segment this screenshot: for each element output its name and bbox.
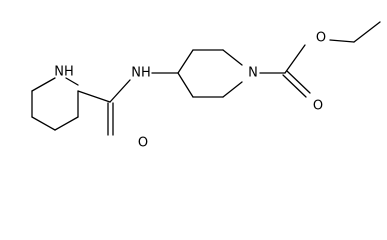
bond-ring2-6 xyxy=(177,72,194,98)
bond-pip-2 xyxy=(31,77,56,92)
bond-ring2-4 xyxy=(222,81,243,98)
bond-carbonyl-nh xyxy=(109,79,131,103)
ester-o-double-label: O xyxy=(313,99,323,114)
bonds xyxy=(31,21,381,136)
bond-ch2-ch3 xyxy=(353,21,381,43)
bond-pip-5 xyxy=(54,116,79,131)
ring-n-label: N xyxy=(248,66,258,81)
ester-o-single-label: O xyxy=(316,31,326,46)
bond-carbamate-o xyxy=(284,44,306,74)
amide-nh-label: NH xyxy=(131,66,151,81)
molecule-drawing: NH NH O N O O xyxy=(31,21,381,151)
piperidine-nh-label: NH xyxy=(54,65,74,80)
bond-pip-4 xyxy=(31,116,56,131)
bond-pip-1 xyxy=(65,77,79,86)
bond-ring2-1 xyxy=(177,49,194,74)
bond-carbamate-o2-2 xyxy=(286,70,311,94)
atom-labels: NH NH O N O O xyxy=(54,31,326,151)
bond-ring2-3 xyxy=(222,49,243,66)
amide-o-label: O xyxy=(138,136,148,151)
structure-diagram: NH NH O N O O xyxy=(31,21,381,151)
bond-o-ch2 xyxy=(329,39,355,43)
bond-c2-carbonyl xyxy=(77,90,111,103)
bond-carbamate-o2-1 xyxy=(282,74,307,98)
